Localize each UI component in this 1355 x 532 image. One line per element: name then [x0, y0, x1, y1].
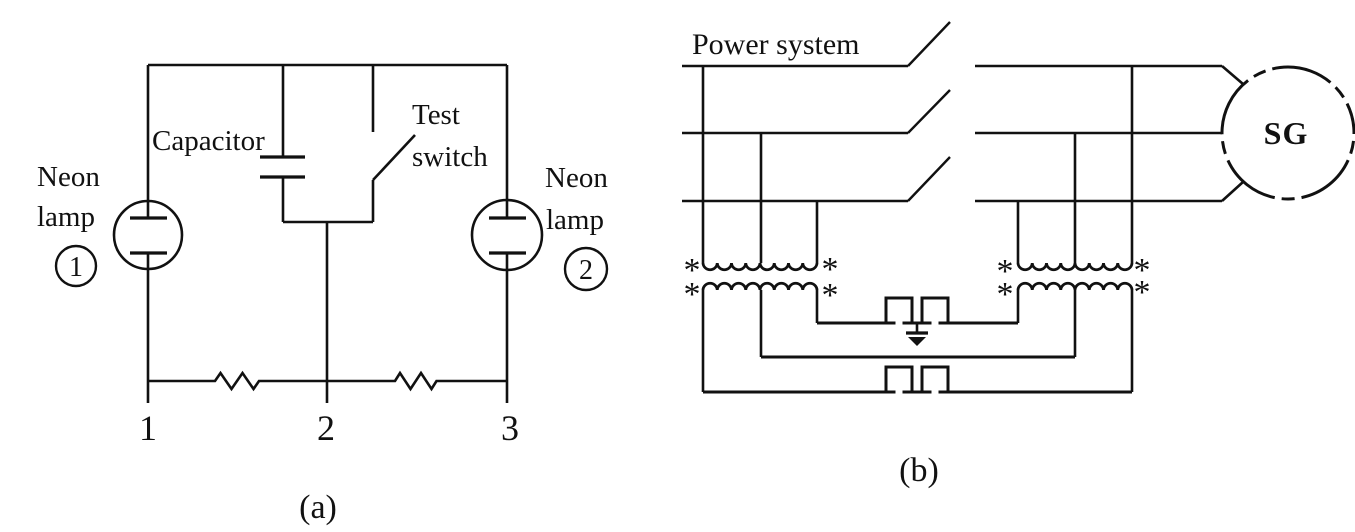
caption-b: (b) — [899, 452, 939, 489]
terminal-1-label: 1 — [139, 408, 157, 448]
relay-top-pair — [884, 296, 950, 325]
ground-triangle — [908, 337, 926, 346]
right-lamp-label-line2: lamp — [546, 204, 604, 236]
panel-a — [54, 63, 609, 403]
lamp-1-number: 1 — [69, 252, 83, 283]
neon-lamp-2-electrodes — [489, 216, 526, 255]
polarity-mark: * — [684, 276, 701, 313]
terminal-3-label: 3 — [501, 408, 519, 448]
pt-left-secondary-winding — [701, 281, 819, 291]
polarity-mark: * — [997, 276, 1014, 313]
generator-circle — [1220, 65, 1355, 201]
polarity-mark: * — [1134, 274, 1151, 311]
relay-bottom-pair — [884, 365, 950, 394]
breaker-blades — [907, 21, 951, 202]
polarity-mark: * — [1134, 252, 1151, 289]
capacitor-label: Capacitor — [152, 125, 265, 157]
capacitor-plates — [260, 155, 305, 179]
neon-lamp-1-bulb — [112, 199, 184, 271]
pt-right-primary-taps — [1016, 66, 1134, 263]
relay-notches — [895, 309, 939, 397]
generator-leads — [1221, 65, 1244, 202]
polarity-mark: * — [822, 277, 839, 314]
polarity-mark: * — [997, 253, 1014, 290]
right-lamp-label-line1: Neon — [545, 162, 608, 194]
pt-right — [1016, 66, 1134, 392]
bus-lines-left — [682, 64, 908, 203]
polarity-mark: * — [822, 251, 839, 288]
lamp-2-number: 2 — [579, 255, 593, 286]
test-switch-blade — [372, 134, 416, 181]
test-switch-label-line1: Test — [412, 99, 460, 131]
pt-right-primary-winding — [1016, 262, 1134, 272]
panel-b — [682, 21, 1355, 397]
resistor-rail — [148, 370, 507, 392]
test-switch-label-line2: switch — [412, 141, 488, 173]
pt-right-secondary-winding — [1016, 281, 1134, 291]
panel-a-wires — [146, 63, 509, 403]
polarity-mark: * — [684, 252, 701, 289]
power-system-label: Power system — [692, 28, 860, 61]
panel-b-text: Power system SG * * * * * * * * (b) — [684, 28, 1309, 489]
bus-lines-right — [975, 64, 1222, 203]
pt-right-secondary-drops — [1016, 290, 1134, 392]
left-lamp-label-line2: lamp — [37, 201, 95, 233]
lamp-1-badge — [54, 244, 98, 288]
lamp-2-badge — [563, 246, 609, 292]
pt-left-secondary-drops — [701, 290, 819, 392]
pt-left — [701, 66, 819, 392]
pt-left-primary-taps — [701, 66, 819, 263]
generator-label: SG — [1264, 115, 1309, 151]
left-lamp-label-line1: Neon — [37, 161, 100, 193]
caption-a: (a) — [299, 489, 337, 526]
panel-a-text: Neon lamp 1 Capacitor Test switch Neon l… — [37, 99, 608, 526]
neon-lamp-2-bulb — [470, 198, 544, 272]
neon-lamp-1-electrodes — [130, 216, 167, 255]
ground-symbol — [906, 323, 928, 346]
terminal-2-label: 2 — [317, 408, 335, 448]
pt-left-primary-winding — [701, 262, 819, 272]
